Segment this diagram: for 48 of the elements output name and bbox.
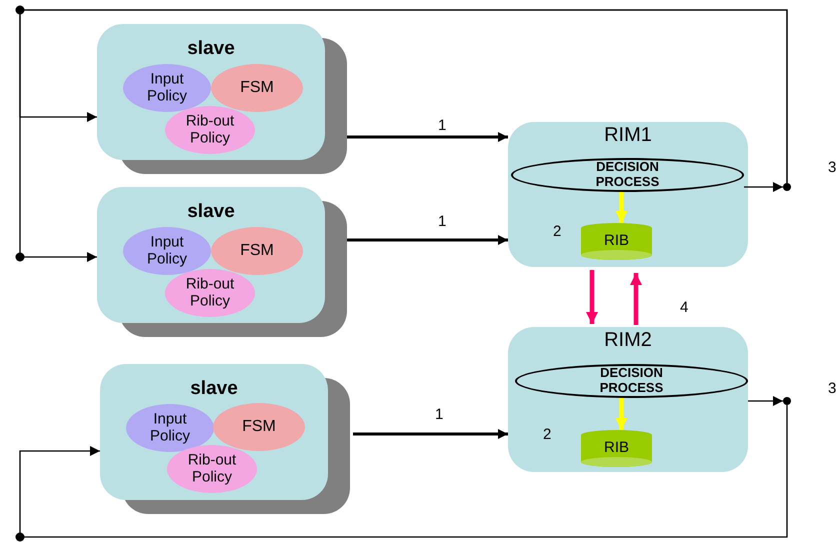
arrow [748, 396, 783, 406]
module-box [508, 122, 748, 267]
arrow [353, 429, 508, 439]
ellipse-label: Rib-out Policy [184, 114, 236, 146]
box-title: RIM1 [603, 124, 653, 147]
arrow [19, 9, 788, 262]
edge-label: 1 [436, 214, 448, 229]
ellipse-label: FSM [239, 79, 275, 97]
module-box [97, 187, 325, 323]
ellipse-label: Input Policy [148, 412, 191, 444]
ellipse-label: FSM [241, 418, 277, 436]
decision-ellipse [515, 364, 748, 398]
arrow [630, 273, 642, 325]
module-box [100, 364, 328, 500]
box-title: slave [186, 38, 236, 60]
module-box [508, 327, 748, 472]
junction-dot [783, 397, 791, 405]
callout-number: 2 [543, 427, 552, 442]
callout-number: 4 [680, 300, 688, 315]
box-title: RIM2 [603, 329, 653, 352]
decision-ellipse [511, 158, 744, 192]
cylinder-label: RIB [602, 439, 630, 456]
ellipse-label: Rib-out Policy [186, 452, 238, 486]
edge-label: 1 [436, 118, 448, 133]
ellipse-label: Input Policy [146, 72, 188, 104]
callout-number: 3 [828, 381, 836, 396]
edge-label: 1 [433, 407, 446, 422]
arrow [19, 405, 788, 538]
ellipse-label: FSM [239, 242, 275, 260]
arrow [347, 132, 508, 142]
ellipse-label: DECISION PROCESS [598, 366, 664, 396]
database-cylinder [581, 223, 652, 261]
arrow [616, 398, 628, 430]
ellipse-label: Input Policy [146, 234, 188, 268]
box-title: slave [186, 201, 236, 223]
arrow [616, 192, 628, 223]
callout-number: 2 [553, 224, 562, 239]
module-box [97, 24, 325, 160]
arrow [586, 270, 598, 324]
ellipse-label: Rib-out Policy [184, 276, 236, 310]
box-title: slave [189, 378, 239, 400]
arrow [744, 182, 783, 192]
ellipse-label: DECISION PROCESS [594, 160, 660, 190]
database-cylinder [581, 430, 652, 468]
cylinder-label: RIB [602, 232, 630, 249]
callout-number: 3 [828, 160, 836, 175]
junction-dot [783, 183, 791, 191]
arrow [347, 235, 508, 245]
